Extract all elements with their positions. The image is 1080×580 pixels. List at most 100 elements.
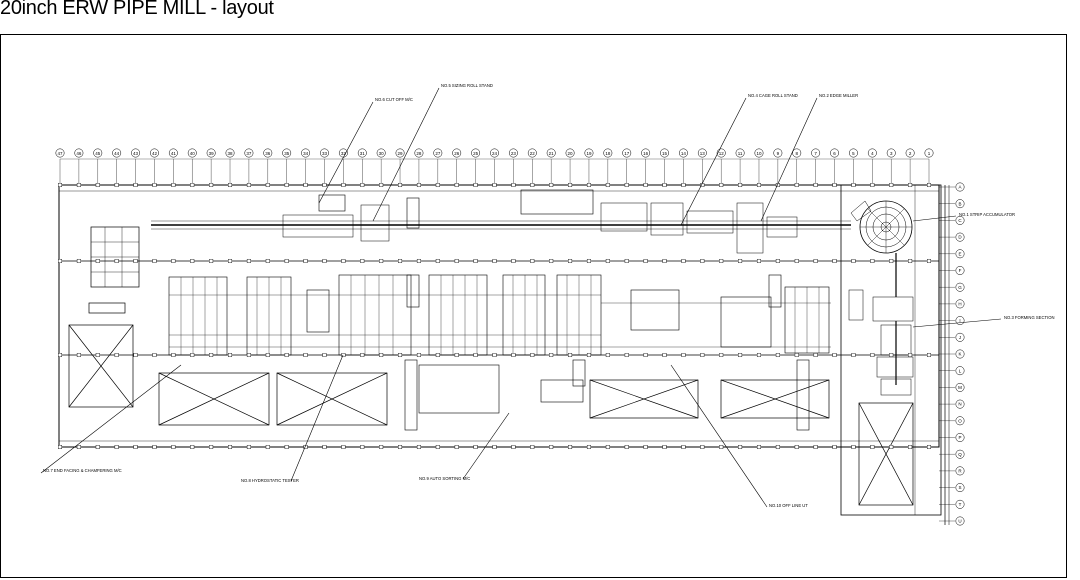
grid-label-row: D: [958, 235, 962, 240]
grid-label-col: 14: [681, 151, 687, 156]
callout-label: NO.10 OFF LINE UT: [769, 503, 808, 508]
grid-label-col: 34: [303, 151, 309, 156]
grid-label-col: 33: [322, 151, 328, 156]
storage-area-2: [158, 372, 270, 426]
grid-label-col: 10: [756, 151, 762, 156]
grid-bubble-row: [955, 232, 965, 242]
grid-bubble-col: [848, 148, 858, 158]
grid-bubble-row: [955, 382, 965, 392]
grid-label-row: H: [958, 302, 961, 307]
grid-bubble-col: [376, 148, 386, 158]
grid-bubble-col: [225, 148, 235, 158]
grid-label-row: O: [958, 418, 962, 423]
mill-layout-drawing: 4746454443424140393837363534333231302928…: [40, 83, 1055, 526]
grid-bubble-row: [955, 433, 965, 442]
grid-label-col: 12: [719, 151, 725, 156]
page-title: 20inch ERW PIPE MILL - layout: [0, 0, 274, 19]
callout-leader: [372, 87, 440, 222]
grid-bubble-col: [282, 148, 292, 158]
grid-bubble-col: [811, 148, 821, 158]
grid-label-col: 28: [416, 151, 422, 156]
grid-label-row: M: [958, 385, 962, 390]
grid-bubble-col: [433, 148, 443, 158]
grid-bubble-row: [955, 249, 965, 259]
callout-leader: [290, 354, 344, 482]
grid-label-col: 19: [586, 151, 592, 156]
grid-label-col: 32: [341, 151, 347, 156]
grid-bubble-row: [955, 332, 965, 342]
grid-bubble-col: [471, 148, 481, 158]
storage-area-4: [589, 379, 699, 419]
grid-bubble-col: [508, 148, 518, 158]
grid-label-row: U: [958, 519, 961, 524]
grid-label-col: 8: [796, 151, 799, 156]
grid-bubble-col: [320, 148, 329, 158]
grid-bubble-col: [55, 148, 65, 158]
grid-label-col: 23: [511, 151, 517, 156]
grid-label-col: 13: [700, 151, 706, 156]
grid-bubble-col: [641, 148, 651, 158]
grid-label-row: C: [958, 218, 962, 223]
grid-label-col: 18: [605, 151, 611, 156]
callout-label: NO.9 AUTO SORTING M/C: [419, 476, 470, 481]
grid-bubble-row: [955, 499, 965, 509]
grid-label-col: 2: [909, 151, 912, 156]
grid-bubble-row: [955, 349, 965, 359]
grid-bubble-col: [603, 148, 613, 158]
grid-label-col: 43: [133, 151, 139, 156]
grid-label-col: 1: [928, 151, 931, 156]
callout-leader: [912, 215, 957, 222]
grid-bubble-col: [773, 148, 783, 158]
grid-label-col: 37: [246, 151, 252, 156]
grid-bubble-col: [622, 148, 632, 158]
grid-label-col: 31: [360, 151, 366, 156]
grid-bubble-col: [244, 148, 254, 158]
strip-accumulator: [859, 200, 913, 254]
grid-bubble-col: [168, 148, 178, 158]
callout-leader: [760, 97, 818, 222]
grid-label-col: 41: [171, 151, 177, 156]
storage-area-5: [720, 379, 830, 419]
grid-bubble-col: [867, 148, 877, 158]
grid-bubble-row: [955, 449, 965, 459]
grid-label-col: 20: [568, 151, 574, 156]
building-outline: [58, 184, 940, 448]
grid-label-row: E: [958, 251, 961, 256]
grid-label-row: K: [958, 352, 961, 357]
grid-label-row: T: [959, 502, 962, 507]
grid-label-col: 35: [284, 151, 290, 156]
grid-bubble-row: [955, 282, 965, 292]
grid-bubble-col: [527, 148, 537, 158]
grid-bubble-row: [955, 399, 965, 409]
callout-label: NO.7 END FACING & CHAMFERING M/C: [43, 468, 122, 473]
grid-bubble-row: [955, 366, 965, 376]
grid-bubble-col: [754, 148, 764, 158]
grid-label-col: 47: [57, 151, 63, 156]
grid-label-col: 7: [814, 151, 817, 156]
storage-area-3: [276, 372, 388, 426]
callout-leader: [670, 364, 768, 508]
grid-bubble-row: [955, 483, 965, 493]
grid-label-col: 27: [435, 151, 441, 156]
grid-label-row: I: [959, 318, 960, 323]
callout-leader: [462, 412, 510, 480]
forming-section: [848, 253, 914, 396]
grid-label-row: R: [958, 469, 962, 474]
grid-bubble-col: [452, 148, 462, 158]
grid-label-col: 15: [662, 151, 668, 156]
grid-bubble-col: [924, 148, 934, 158]
callout-leader: [680, 97, 747, 226]
grid-label-col: 26: [454, 151, 460, 156]
callout-label: NO.1 STRIP ACCUMULATOR: [959, 212, 1015, 217]
grid-label-row: L: [959, 368, 962, 373]
grid-bubble-col: [301, 148, 311, 158]
grid-label-row: Q: [958, 452, 962, 457]
grid-label-col: 6: [833, 151, 836, 156]
grid-bubble-col: [187, 148, 197, 158]
grid-label-col: 5: [852, 151, 855, 156]
grid-label-row: N: [958, 402, 961, 407]
grid-bubble-row: [955, 266, 965, 275]
grid-label-col: 40: [190, 151, 196, 156]
grid-bubble-row: [955, 215, 965, 225]
